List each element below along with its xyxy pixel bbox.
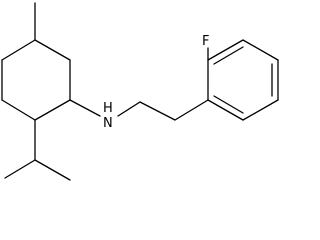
chemical-structure: F H N	[1, 2, 279, 181]
aryl-bond-3	[242, 39, 279, 61]
ch2-to-aryl-bond	[174, 99, 209, 121]
ethyl-amine-chain	[69, 99, 209, 121]
aryl-double-bond-1	[213, 46, 244, 65]
isopropyl-bond-left-methyl	[4, 159, 36, 179]
aryl-double-bond-3	[213, 95, 244, 114]
aryl-bond-5	[242, 99, 279, 121]
aryl-bond-6	[207, 99, 244, 121]
nitrogen-h-label: H	[103, 101, 113, 116]
nitrogen-label: N	[103, 116, 113, 131]
aryl-bond-2	[207, 39, 244, 61]
ring-bond-c1-c2	[34, 39, 71, 61]
nitrogen-to-ch2-bond	[117, 101, 141, 117]
isopropyl-bond-right-methyl	[34, 159, 71, 181]
isopropyl-group	[4, 119, 71, 181]
fluorine-label: F	[202, 34, 209, 49]
cyclohexane-ring	[1, 39, 71, 121]
ring-bond-c3-c4	[34, 99, 71, 121]
ch2-ch2-bond	[139, 101, 176, 121]
ring-to-nitrogen-bond	[69, 99, 101, 117]
ring-bond-c4-c5	[1, 99, 36, 121]
ring-bond-c6-c1	[1, 39, 36, 61]
benzene-ring	[207, 39, 279, 121]
